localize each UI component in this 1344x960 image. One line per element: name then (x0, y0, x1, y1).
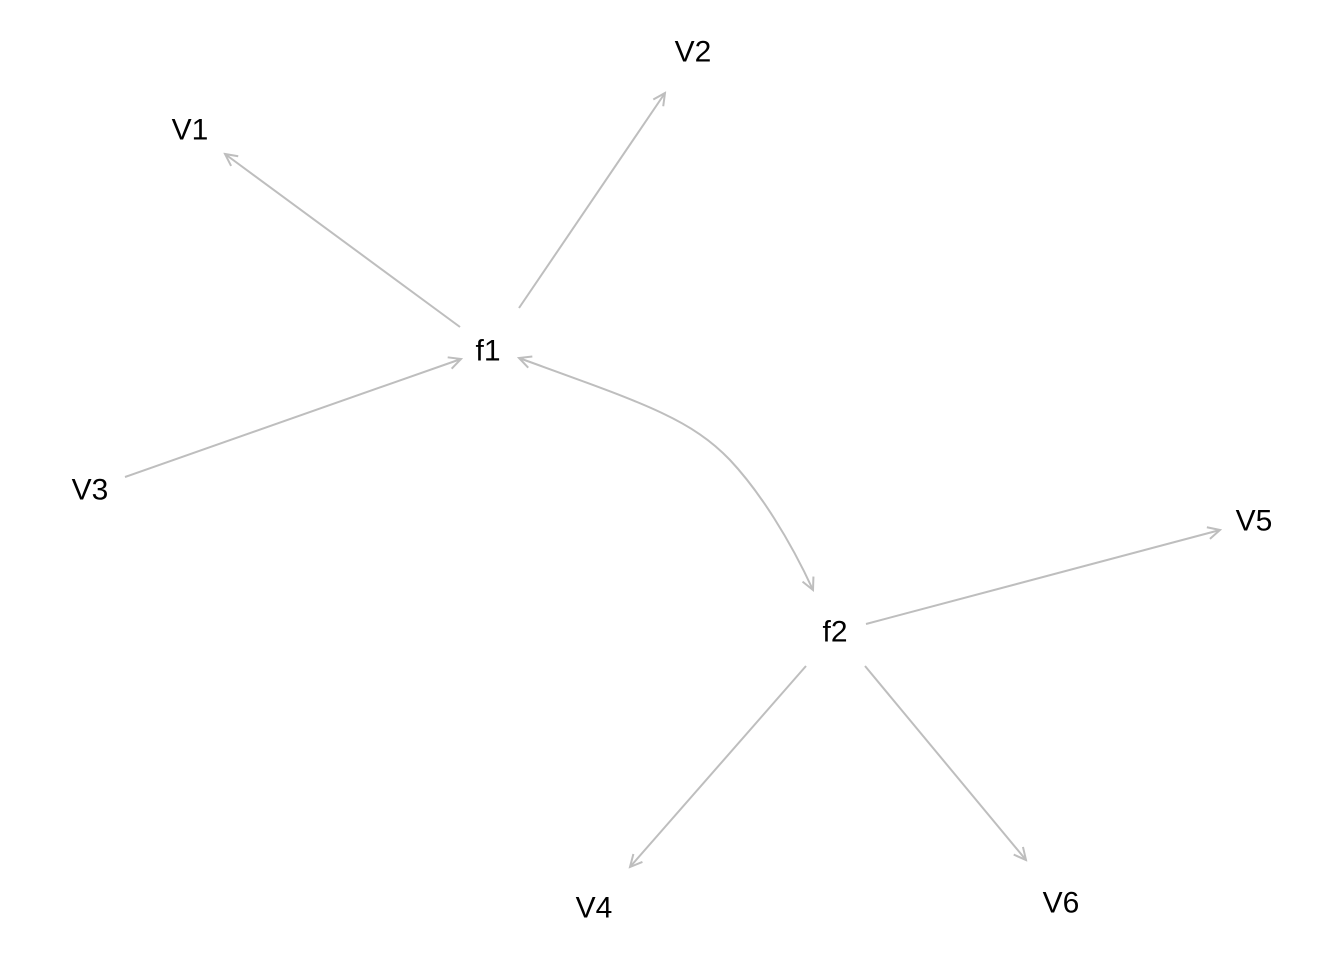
node-V2: V2 (675, 36, 712, 69)
node-f2: f2 (822, 616, 847, 649)
edge-f2-V5 (865, 530, 1220, 625)
node-V5: V5 (1236, 505, 1273, 538)
node-V4: V4 (576, 892, 613, 925)
edge-f2-V6 (864, 665, 1026, 860)
edge-f1-V1 (225, 154, 461, 328)
node-f1: f1 (475, 335, 500, 368)
node-V3: V3 (72, 474, 109, 507)
edge-V3-f1 (124, 359, 461, 478)
edge-f1-f2 (519, 358, 813, 590)
node-V6: V6 (1043, 887, 1080, 920)
node-V1: V1 (172, 114, 209, 147)
edge-f1-V2 (518, 93, 665, 309)
edge-f2-V4 (630, 665, 807, 867)
